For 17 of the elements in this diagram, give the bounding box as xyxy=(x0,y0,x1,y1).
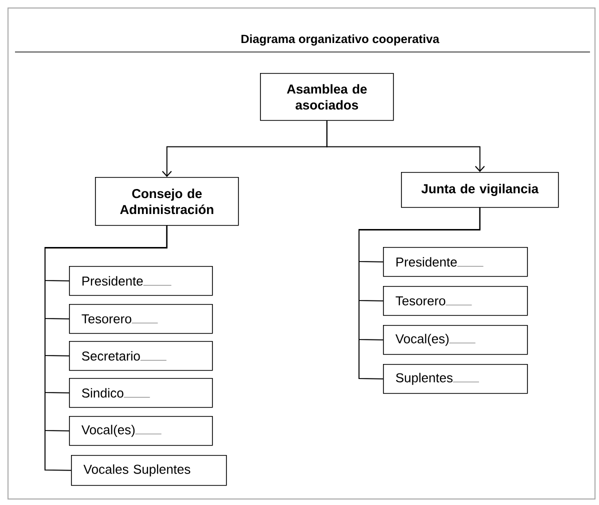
connector xyxy=(44,225,168,471)
org-box: Asamblea de asociados xyxy=(260,73,394,121)
member-box: Vocal(es) xyxy=(69,416,213,446)
title: Diagrama organizativo cooperativa xyxy=(241,34,440,46)
member-box: Tesorero xyxy=(69,304,213,334)
connector xyxy=(326,120,485,172)
member-box: Presidente xyxy=(69,266,213,296)
member-box: Tesorero xyxy=(383,286,528,316)
member-box: Vocales Suplentes xyxy=(71,455,227,486)
member-box: Suplentes xyxy=(383,364,528,394)
org-box: Junta de vigilancia xyxy=(401,172,559,208)
member-box: Vocal(es) xyxy=(383,325,528,355)
member-box: Presidente xyxy=(383,246,528,277)
member-box: Sindico xyxy=(69,378,213,408)
org-box: Consejo de Administración xyxy=(95,177,239,226)
connector xyxy=(358,207,480,380)
member-box: Secretario xyxy=(69,341,213,371)
